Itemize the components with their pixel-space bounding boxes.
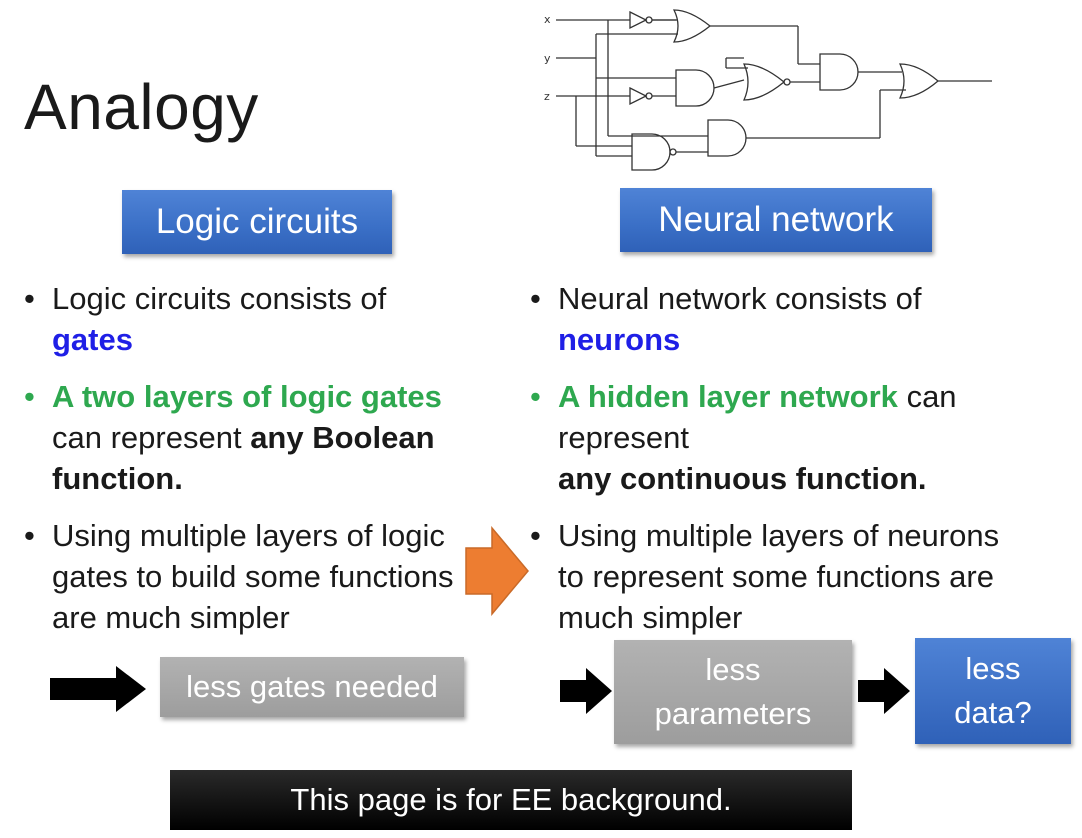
neural-network-bullets: Neural network consists of neurons A hid…: [530, 278, 1000, 654]
slide-title: Analogy: [24, 71, 259, 143]
black-arrow-icon: [560, 668, 612, 714]
right-bullet-3: Using multiple layers of neurons to repr…: [530, 515, 1000, 638]
left-bullet-2: A two layers of logic gates can represen…: [24, 376, 494, 499]
ee-background-note: This page is for EE background.: [170, 770, 852, 830]
left-bullet-3: Using multiple layers of logic gates to …: [24, 515, 494, 638]
gates-highlight: gates: [52, 322, 133, 357]
less-gates-box: less gates needed: [160, 657, 464, 717]
orange-arrow-icon: [465, 526, 529, 616]
right-bullet-1: Neural network consists of neurons: [530, 278, 1000, 360]
circuit-input-x: x: [544, 13, 551, 26]
circuit-input-z: z: [544, 90, 550, 103]
left-bullet-1: Logic circuits consists of gates: [24, 278, 494, 360]
black-arrow-icon: [50, 666, 146, 712]
black-arrow-icon: [858, 668, 910, 714]
neurons-highlight: neurons: [558, 322, 681, 357]
less-data-box: less data?: [915, 638, 1071, 744]
logic-circuits-heading: Logic circuits: [122, 190, 392, 254]
logic-circuit-diagram: x y z: [544, 9, 992, 171]
less-parameters-box: less parameters: [614, 640, 852, 744]
right-bullet-2: A hidden layer network can represent any…: [530, 376, 1000, 499]
neural-network-heading: Neural network: [620, 188, 932, 252]
logic-circuits-bullets: Logic circuits consists of gates A two l…: [24, 278, 494, 654]
circuit-input-y: y: [544, 52, 551, 65]
